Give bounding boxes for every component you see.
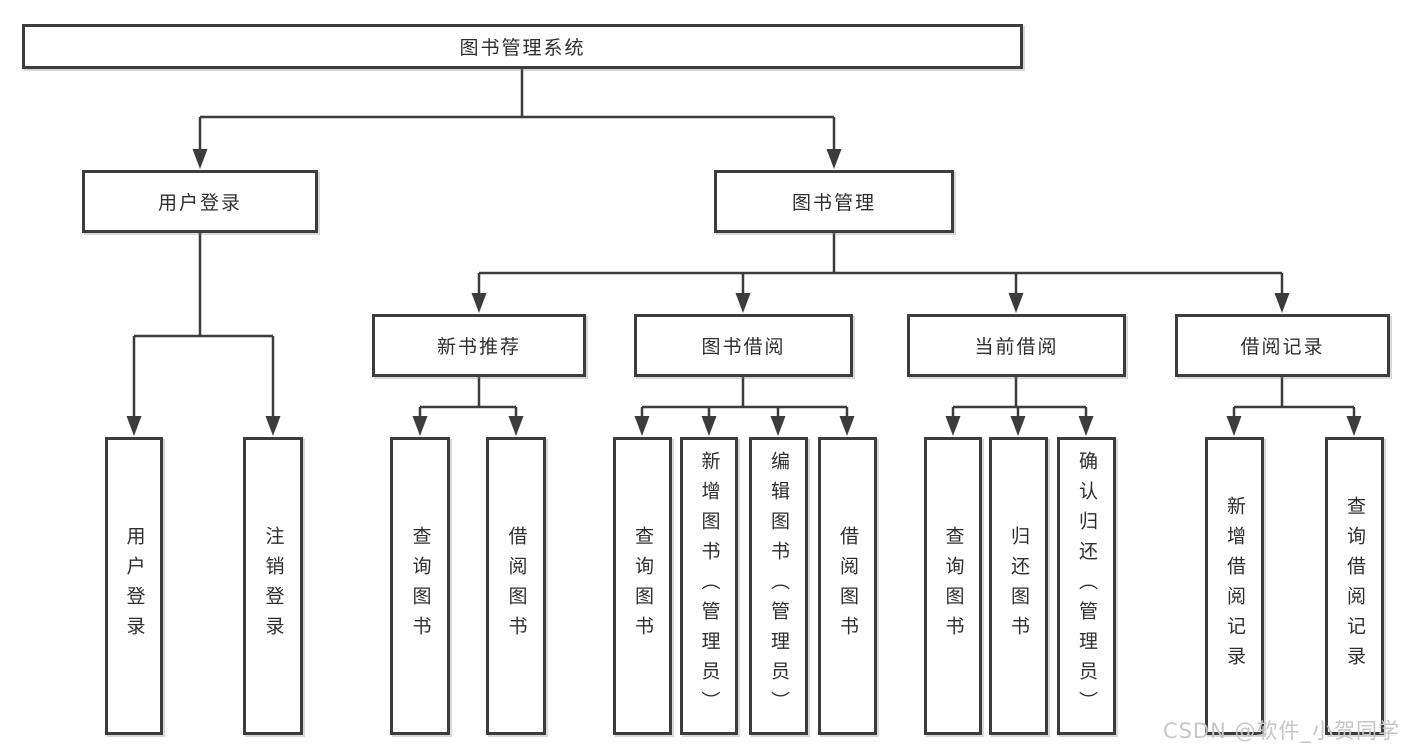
connector-borrow-to-leaves (634, 377, 855, 436)
leaf-query-books-current: 查询图书 (924, 437, 982, 735)
leaf-borrow-books: 借阅图书 (818, 437, 877, 735)
arrowhead-icon (1274, 293, 1290, 313)
arrowhead-icon (1226, 416, 1242, 436)
connector-userlogin-to-leaves (126, 233, 281, 436)
arrowhead-icon (1010, 416, 1026, 436)
connector-newbook-to-leaves (412, 377, 524, 436)
arrowhead-icon (634, 416, 650, 436)
connector-line (477, 233, 1284, 295)
node-label: 图书管理 (791, 192, 876, 214)
arrowhead-icon (1008, 293, 1024, 313)
connector-line (418, 377, 518, 418)
arrowhead-icon (1078, 416, 1094, 436)
arrowhead-icon (770, 416, 786, 436)
node-label: 新书推荐 (436, 336, 521, 358)
arrowhead-icon (701, 416, 717, 436)
node-user-login: 用户登录 (82, 170, 318, 233)
arrowhead-icon (735, 293, 751, 313)
connector-root-to-level2 (192, 69, 842, 169)
node-label: 用户登录 (157, 192, 242, 214)
node-root-library-system: 图书管理系统 (22, 24, 1023, 69)
leaf-query-borrow-record: 查询借阅记录 (1325, 437, 1384, 735)
node-label: 图书借阅 (701, 336, 786, 358)
leaf-borrow-books-newbook: 借阅图书 (486, 437, 546, 735)
node-current-borrow: 当前借阅 (907, 314, 1126, 377)
connector-line (640, 377, 849, 418)
arrowhead-icon (839, 416, 855, 436)
connector-line (198, 69, 836, 151)
arrowhead-icon (412, 416, 428, 436)
arrowhead-icon (826, 149, 842, 169)
connector-line (132, 233, 275, 418)
node-label: 借阅记录 (1240, 336, 1325, 358)
connector-records-to-leaves (1226, 377, 1362, 436)
arrowhead-icon (508, 416, 524, 436)
leaf-logout: 注销登录 (243, 437, 303, 735)
arrowhead-icon (1346, 416, 1362, 436)
leaf-add-books-admin: 新增图书（管理员） (680, 437, 738, 735)
arrowhead-icon (471, 293, 487, 313)
node-new-book-recommend: 新书推荐 (372, 314, 586, 377)
leaf-query-books-newbook: 查询图书 (390, 437, 450, 735)
arrowhead-icon (265, 416, 281, 436)
leaf-edit-books-admin: 编辑图书（管理员） (749, 437, 808, 735)
connector-bookmgmt-to-level3 (471, 233, 1290, 313)
node-book-borrow: 图书借阅 (634, 314, 853, 377)
csdn-watermark: CSDN @软件_小贺同学 (1162, 719, 1400, 743)
leaf-query-books-borrow: 查询图书 (613, 437, 672, 735)
node-label: 图书管理系统 (459, 37, 586, 59)
arrowhead-icon (945, 416, 961, 436)
connector-line (951, 377, 1088, 418)
leaf-confirm-return-admin: 确认归还（管理员） (1057, 437, 1116, 735)
node-label: 当前借阅 (974, 336, 1059, 358)
node-borrow-records: 借阅记录 (1175, 314, 1390, 377)
connector-line (1232, 377, 1356, 418)
node-book-management: 图书管理 (714, 170, 954, 233)
connector-current-to-leaves (945, 377, 1094, 436)
leaf-user-login: 用户登录 (105, 437, 163, 735)
leaf-add-borrow-record: 新增借阅记录 (1205, 437, 1264, 735)
arrowhead-icon (126, 416, 142, 436)
arrowhead-icon (192, 149, 208, 169)
leaf-return-books: 归还图书 (989, 437, 1048, 735)
